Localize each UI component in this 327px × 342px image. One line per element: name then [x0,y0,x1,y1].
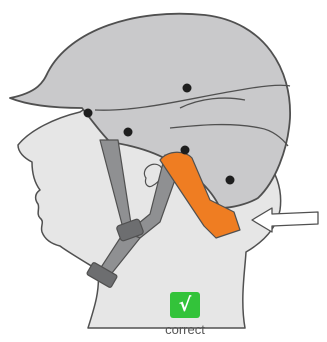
helmet-ridge-lower [169,123,289,147]
rivet-top [182,83,192,93]
checkmark-icon: √ [170,292,200,318]
retention-pad [159,151,241,239]
pointer-arrow [251,207,319,233]
rivet-front [83,108,93,118]
helmet-ridge [94,84,291,111]
helmet-vent [179,97,246,109]
buckle [86,262,118,288]
rivet-pad [180,145,190,155]
helmet [9,12,291,209]
rivet-side [123,127,133,137]
strap-divider [116,218,144,242]
rivet-rear [225,175,235,185]
caption: correct [165,322,205,337]
